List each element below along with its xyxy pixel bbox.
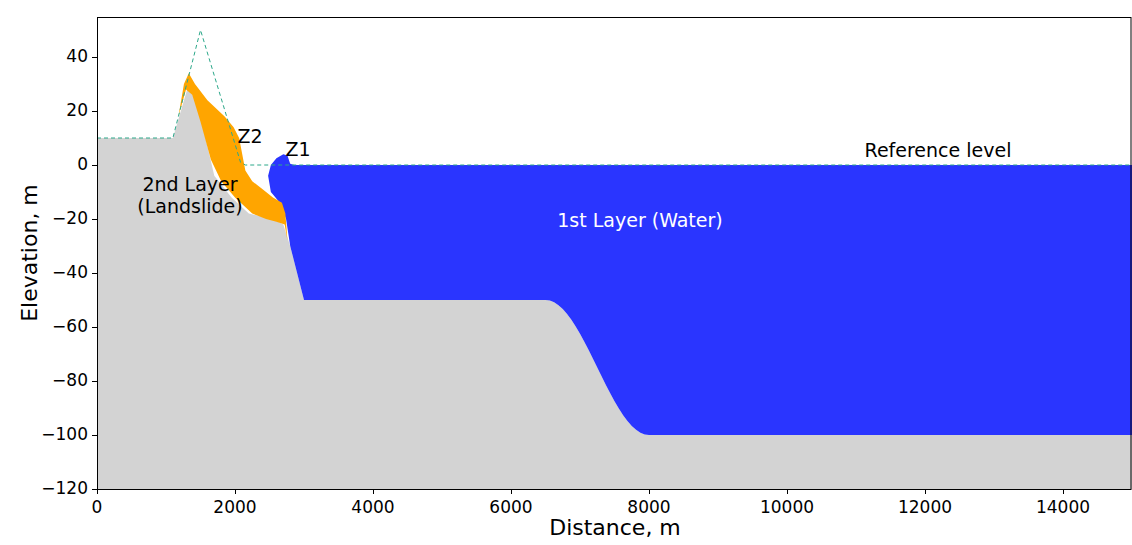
y-tick xyxy=(92,57,97,58)
y-tick xyxy=(92,111,97,112)
landslide-layer-label: 2nd Layer (Landslide) xyxy=(134,174,246,218)
x-tick-label: 10000 xyxy=(760,498,814,518)
y-tick-label: 40 xyxy=(66,47,88,67)
y-tick xyxy=(92,273,97,274)
x-tick xyxy=(373,489,374,494)
x-axis-title: Distance, m xyxy=(549,515,681,540)
reference-level-label: Reference level xyxy=(865,140,1012,162)
y-tick-label: −120 xyxy=(41,479,88,499)
terrain xyxy=(97,84,1132,489)
y-tick-label: −100 xyxy=(41,425,88,445)
x-tick-label: 12000 xyxy=(898,498,952,518)
x-tick xyxy=(1063,489,1064,494)
x-tick xyxy=(97,489,98,494)
x-tick-label: 14000 xyxy=(1036,498,1090,518)
y-tick-label: −80 xyxy=(52,371,88,391)
x-tick-label: 0 xyxy=(92,498,103,518)
y-tick xyxy=(92,381,97,382)
y-tick-label: −20 xyxy=(52,209,88,229)
x-tick-label: 6000 xyxy=(489,498,532,518)
x-tick xyxy=(787,489,788,494)
y-tick xyxy=(92,219,97,220)
x-tick xyxy=(511,489,512,494)
y-tick-label: −60 xyxy=(52,317,88,337)
y-tick xyxy=(92,165,97,166)
y-tick xyxy=(92,435,97,436)
initial-profile-line xyxy=(97,30,1132,165)
y-tick-label: −40 xyxy=(52,263,88,283)
x-tick xyxy=(649,489,650,494)
y-axis-title: Elevation, m xyxy=(17,184,42,322)
water-layer-label: 1st Layer (Water) xyxy=(557,210,722,232)
x-tick-label: 2000 xyxy=(213,498,256,518)
x-tick-label: 8000 xyxy=(627,498,670,518)
x-tick xyxy=(925,489,926,494)
y-tick-label: 20 xyxy=(66,101,88,121)
y-tick xyxy=(92,489,97,490)
axes-frame xyxy=(98,18,1132,490)
x-tick-label: 4000 xyxy=(351,498,394,518)
y-tick-label: 0 xyxy=(77,155,88,175)
y-tick xyxy=(92,327,97,328)
water-layer xyxy=(268,154,1132,435)
x-tick xyxy=(235,489,236,494)
z2-marker: Z2 xyxy=(237,126,262,148)
z1-marker: Z1 xyxy=(285,139,310,161)
